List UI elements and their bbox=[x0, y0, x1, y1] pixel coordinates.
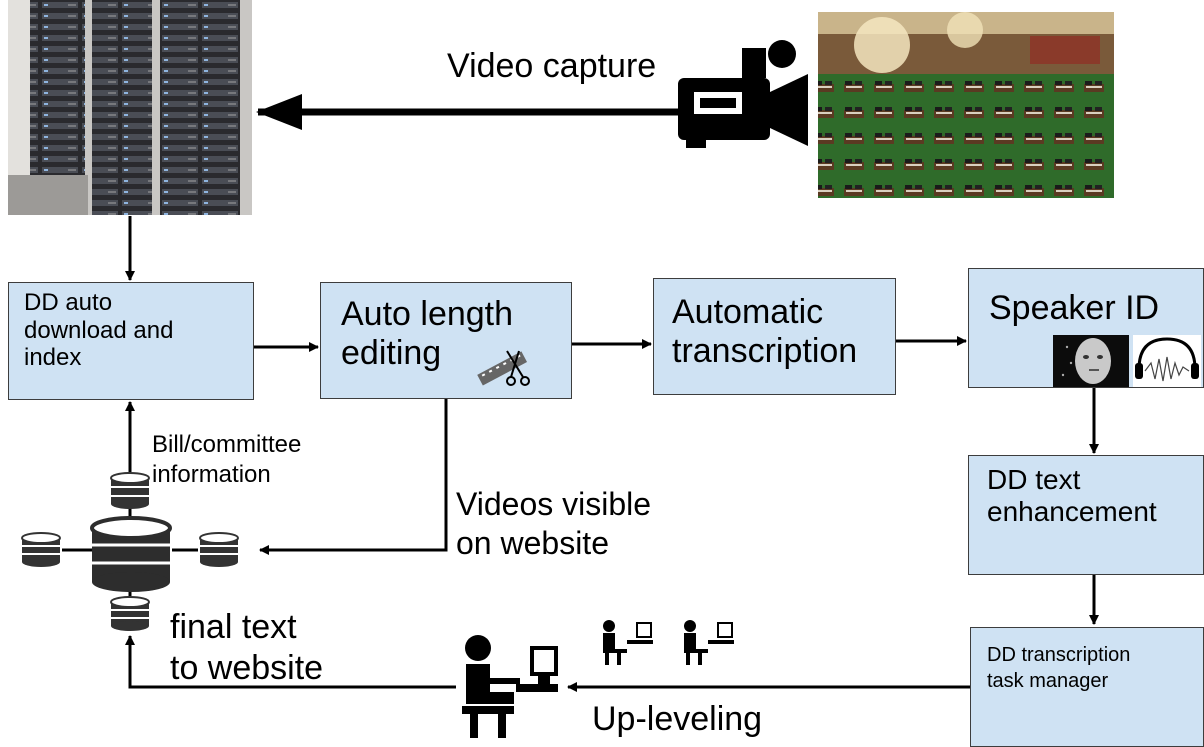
face-id-icon bbox=[1053, 335, 1129, 387]
transcription-box: Automatic transcription bbox=[653, 278, 896, 395]
up-leveling-label: Up-leveling bbox=[592, 700, 763, 738]
length-editing-box: Auto length editing bbox=[320, 282, 572, 399]
headphones-waveform-icon bbox=[1133, 335, 1201, 387]
person-at-computer-icon bbox=[684, 620, 734, 665]
task-manager-box: DD transcription task manager bbox=[970, 627, 1204, 747]
transcription-box-label: Automatic transcription bbox=[672, 293, 858, 371]
text-enhancement-box: DD text enhancement bbox=[968, 455, 1204, 575]
person-at-computer-icon bbox=[603, 620, 653, 665]
server-rack-photo bbox=[8, 0, 252, 215]
speaker-id-box-label: Speaker ID bbox=[989, 289, 1160, 327]
download-box: DD auto download and index bbox=[8, 282, 254, 400]
scissors-film-icon bbox=[477, 350, 530, 386]
video-capture-label: Video capture bbox=[447, 47, 657, 85]
speaker-id-box: Speaker ID bbox=[968, 268, 1204, 388]
length-editing-box-label: Auto length editing bbox=[341, 295, 514, 373]
download-box-label: DD auto download and index bbox=[24, 289, 174, 372]
videos-visible-label: Videos visible on website bbox=[456, 486, 652, 562]
final-text-label: final text to website bbox=[170, 608, 324, 687]
video-camera-icon bbox=[678, 40, 808, 148]
assembly-chamber-photo bbox=[818, 12, 1114, 198]
editing-to-database-arrow bbox=[259, 399, 448, 555]
database-icon bbox=[21, 472, 239, 631]
upleveling-to-database-arrow bbox=[125, 635, 456, 689]
bill-info-label: Bill/committee information bbox=[152, 431, 302, 488]
text-enhancement-box-label: DD text enhancement bbox=[987, 464, 1157, 528]
task-manager-box-label: DD transcription task manager bbox=[987, 644, 1131, 692]
person-at-computer-icon bbox=[462, 635, 558, 738]
